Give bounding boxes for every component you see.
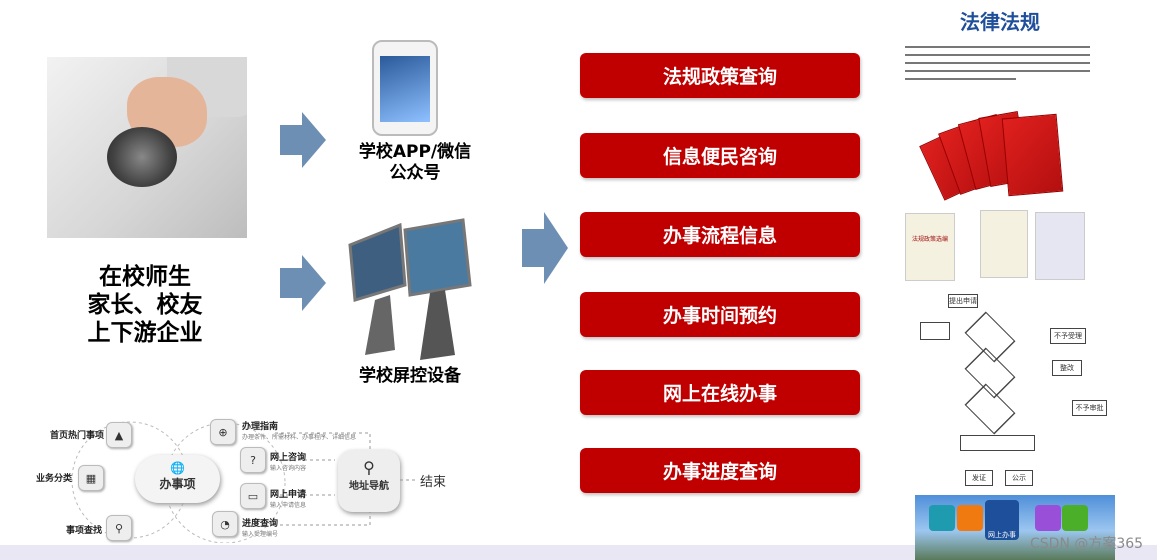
arrow-right-icon [522, 212, 568, 284]
service-button-online-service[interactable]: 网上在线办事 [580, 370, 860, 415]
user-groups: 在校师生 家长、校友 上下游企业 [60, 263, 230, 347]
app-label-line: 学校APP/微信 [358, 142, 472, 162]
question-icon: ? [240, 447, 266, 473]
flow-node: 整改 [1052, 360, 1082, 376]
globe-search-icon: 🌐 [170, 461, 185, 475]
diagram-item-consult: 网上咨询 [270, 453, 307, 463]
diagram-item-search: 事项查找 [66, 526, 103, 536]
arrow-right-icon [280, 255, 326, 311]
center-label: 办事项 [159, 477, 196, 491]
flow-node: 发证 [965, 470, 993, 486]
location-pin-icon: ⚲ [363, 458, 375, 477]
monitor-icon: ▭ [240, 483, 266, 509]
service-button-process-info[interactable]: 办事流程信息 [580, 212, 860, 257]
grid-icon: ▦ [78, 465, 104, 491]
user-line: 在校师生 [99, 264, 191, 290]
search-icon: ⚲ [106, 515, 132, 541]
diagram-item-sub: 输入申请信息 [270, 502, 307, 509]
service-diagram: 首页热门事项 ▲ 业务分类 ▦ 事项查找 ⚲ 🌐 办事项 ⊕ 办理指南 办理条件… [30, 415, 455, 543]
law-paragraph [905, 40, 1090, 86]
nav-label: 地址导航 [349, 481, 389, 492]
diagram-item-sub: 输入咨询内容 [270, 465, 307, 472]
flow-node: 提出申请 [948, 294, 978, 308]
diagram-item-sub: 输入受理编号 [242, 531, 279, 538]
diagram-item-guide: 办理指南 [242, 422, 279, 432]
flow-node: 公示 [1005, 470, 1033, 486]
service-button-policy-query[interactable]: 法规政策查询 [580, 53, 860, 98]
kiosk-label: 学校屏控设备 [359, 366, 461, 386]
flow-node: 不予受理 [1050, 328, 1086, 344]
app-label: 学校APP/微信 公众号 [340, 142, 490, 184]
diagram-item-progress: 进度查询 [242, 519, 279, 529]
law-title: 法律法规 [960, 10, 1040, 34]
phone-icon [372, 40, 438, 136]
diagram-item-hot: 首页热门事项 [50, 431, 105, 441]
user-line: 上下游企业 [87, 320, 203, 346]
flow-node: 不予审批 [1072, 400, 1107, 416]
app-label-line: 公众号 [389, 163, 441, 183]
center-cloud: 🌐 办事项 [135, 455, 220, 503]
kiosk-icon [348, 218, 472, 360]
diagram-item-sub: 办理条件、所需材料、办事程序、详细信息 [242, 434, 357, 441]
flowchart-image: 提出申请 不予受理 整改 不予审批 发证 公示 [915, 292, 1115, 492]
address-nav: ⚲ 地址导航 [338, 450, 400, 512]
white-books-image: 法规政策选编 [905, 210, 1095, 285]
guide-icon: ⊕ [210, 419, 236, 445]
red-books-image [919, 110, 1080, 201]
book-title: 法规政策选编 [905, 213, 955, 281]
progress-icon: ◔ [212, 511, 238, 537]
end-label: 结束 [420, 475, 447, 490]
watermark: CSDN @方案365 [1030, 536, 1144, 552]
user-line: 家长、校友 [87, 292, 203, 318]
service-button-appointment[interactable]: 办事时间预约 [580, 292, 860, 337]
app-screenshot: 网上办事 [915, 495, 1115, 560]
service-button-progress-query[interactable]: 办事进度查询 [580, 448, 860, 493]
stamp [107, 127, 177, 187]
online-service-tile: 网上办事 [985, 500, 1019, 540]
arrow-right-icon [280, 112, 326, 168]
service-button-info-consult[interactable]: 信息便民咨询 [580, 133, 860, 178]
diagram-item-category: 业务分类 [36, 474, 73, 484]
flame-icon: ▲ [106, 422, 132, 448]
bottom-strip [0, 545, 1157, 560]
diagram-item-apply: 网上申请 [270, 490, 307, 500]
stamp-photo [47, 57, 247, 238]
